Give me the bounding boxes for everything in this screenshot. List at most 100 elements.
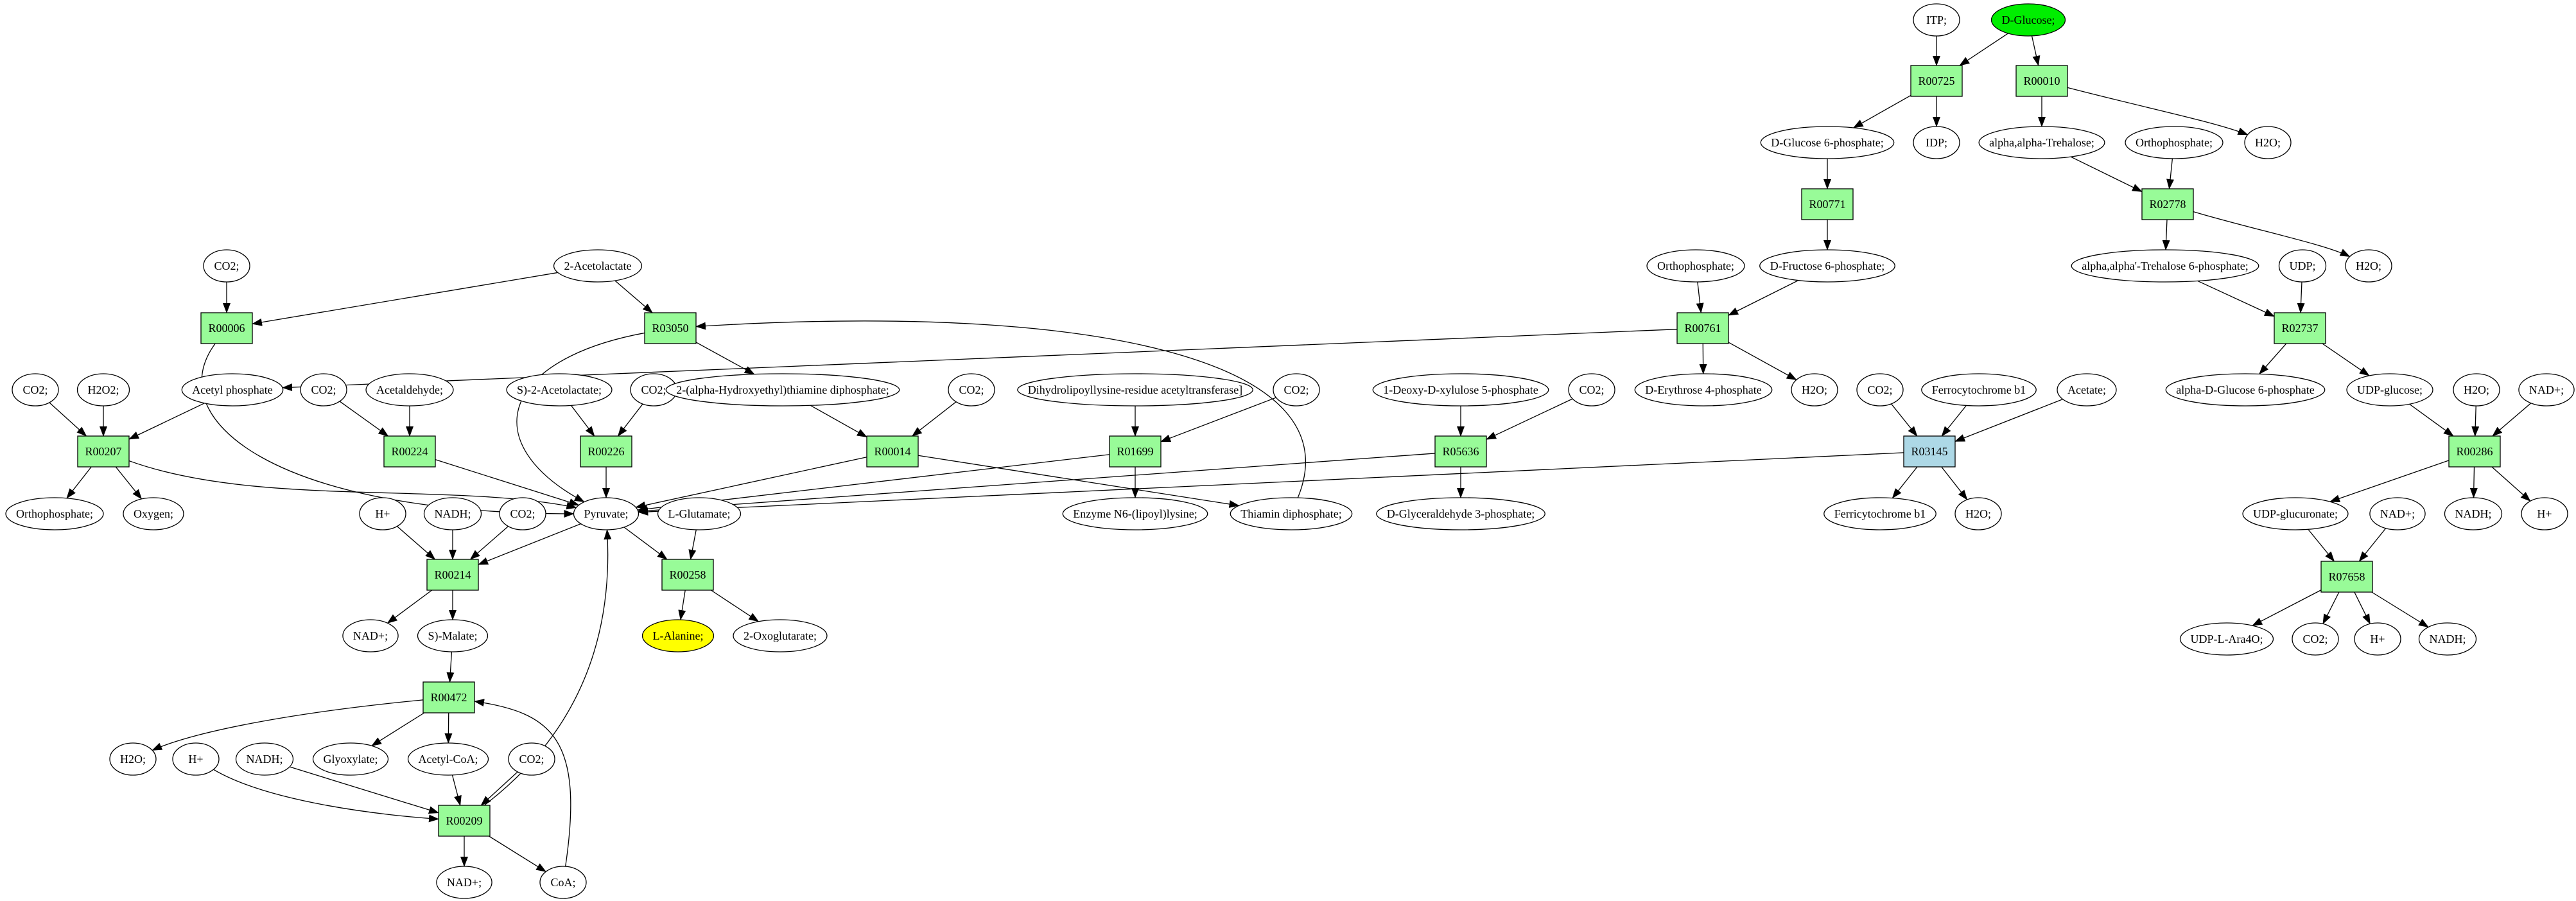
metabolite-node-ortho3[interactable]: Orthophosphate;: [5, 497, 104, 530]
metabolite-ellipse: [76, 373, 130, 407]
reaction-node-r02778[interactable]: R02778: [2141, 188, 2194, 220]
metabolite-node-hetpp[interactable]: 2-(alpha-Hydroxyethyl)thiamine diphospha…: [665, 373, 900, 407]
metabolite-node-dg6p[interactable]: D-Glucose 6-phosphate;: [1760, 126, 1895, 159]
metabolite-node-treh[interactable]: alpha,alpha-Trehalose;: [1978, 126, 2105, 159]
metabolite-node-f6p[interactable]: D-Fructose 6-phosphate;: [1759, 249, 1895, 283]
node-label: R00209: [446, 814, 482, 827]
reaction-node-r00226[interactable]: R00226: [580, 435, 632, 468]
reaction-node-r05636[interactable]: R05636: [1434, 435, 1487, 468]
metabolite-node-nadh4[interactable]: NADH;: [235, 742, 294, 776]
reaction-node-r03145[interactable]: R03145: [1903, 435, 1956, 468]
metabolite-node-adg6p[interactable]: alpha-D-Glucose 6-phosphate: [2165, 373, 2326, 407]
metabolite-node-udpara[interactable]: UDP-L-Ara4O;: [2179, 622, 2274, 656]
metabolite-node-nad1[interactable]: NAD+;: [2518, 373, 2575, 407]
metabolite-node-nadh2[interactable]: NADH;: [2418, 622, 2477, 656]
metabolite-node-nad4[interactable]: NAD+;: [436, 866, 492, 899]
metabolite-node-h2o5[interactable]: H2O;: [1954, 497, 2002, 530]
reaction-node-r00014[interactable]: R00014: [866, 435, 919, 468]
metabolite-node-co2j[interactable]: CO2;: [499, 497, 546, 530]
metabolite-node-nad3[interactable]: NAD+;: [342, 619, 399, 652]
reaction-node-r00209[interactable]: R00209: [438, 805, 491, 837]
metabolite-node-deoxy[interactable]: 1-Deoxy-D-xylulose 5-phosphate: [1372, 373, 1549, 407]
reaction-node-r00725[interactable]: R00725: [1910, 65, 1963, 97]
metabolite-node-gap[interactable]: D-Glyceraldehyde 3-phosphate;: [1376, 497, 1545, 530]
metabolite-node-ortho2[interactable]: Orthophosphate;: [1646, 249, 1745, 283]
metabolite-ellipse: [499, 497, 546, 530]
metabolite-node-acetolac[interactable]: 2-Acetolactate: [553, 249, 643, 283]
metabolite-node-co2i[interactable]: CO2;: [1568, 373, 1615, 407]
reaction-node-r02737[interactable]: R02737: [2274, 312, 2326, 344]
metabolite-node-h2o6[interactable]: H2O;: [109, 742, 157, 776]
reaction-node-r01699[interactable]: R01699: [1109, 435, 1162, 468]
reaction-node-r00207[interactable]: R00207: [77, 435, 130, 468]
metabolite-node-co2a[interactable]: CO2;: [1856, 373, 1904, 407]
node-label: CO2;: [22, 383, 48, 396]
metabolite-node-hplus1[interactable]: H+: [2521, 497, 2568, 530]
metabolite-node-nad2[interactable]: NAD+;: [2369, 497, 2426, 530]
metabolite-node-tre6p[interactable]: alpha,alpha'-Trehalose 6-phosphate;: [2071, 249, 2259, 283]
reaction-node-r03050[interactable]: R03050: [644, 312, 697, 344]
metabolite-node-nadh1[interactable]: NADH;: [2444, 497, 2503, 530]
metabolite-node-oxygen[interactable]: Oxygen;: [123, 497, 184, 530]
metabolite-node-co2g[interactable]: CO2;: [948, 373, 995, 407]
metabolite-node-itp[interactable]: ITP;: [1913, 3, 1960, 37]
metabolite-node-udpglc[interactable]: UDP-glucose;: [2346, 373, 2433, 407]
metabolite-node-co2c[interactable]: CO2;: [203, 249, 250, 283]
metabolite-node-dihydro[interactable]: Dihydrolipoyllysine-residue acetyltransf…: [1017, 373, 1253, 407]
reaction-node-r00006[interactable]: R00006: [200, 312, 253, 344]
reaction-node-r00258[interactable]: R00258: [661, 559, 714, 591]
metabolite-node-s2acet[interactable]: S)-2-Acetolactate;: [506, 373, 613, 407]
metabolite-node-hplus3[interactable]: H+: [359, 497, 406, 530]
metabolite-node-co2k[interactable]: CO2;: [508, 742, 555, 776]
metabolite-ellipse: [1913, 126, 1960, 159]
metabolite-node-glyox[interactable]: Glyoxylate;: [312, 742, 389, 776]
metabolite-node-lala[interactable]: L-Alanine;: [641, 619, 715, 652]
edge-r03145-to-ferri: [1892, 466, 1918, 499]
metabolite-node-idp[interactable]: IDP;: [1913, 126, 1960, 159]
metabolite-node-ferro[interactable]: Ferrocytochrome b1: [1921, 373, 2037, 407]
metabolite-node-nadh3[interactable]: NADH;: [423, 497, 482, 530]
reaction-node-r00771[interactable]: R00771: [1801, 188, 1854, 220]
metabolite-node-hplus2[interactable]: H+: [2354, 622, 2401, 656]
metabolite-node-pyruvate[interactable]: Pyruvate;: [573, 497, 640, 530]
metabolite-node-co2b[interactable]: CO2;: [2292, 622, 2339, 656]
reaction-node-r00761[interactable]: R00761: [1676, 312, 1729, 344]
metabolite-node-acoa[interactable]: Acetyl-CoA;: [407, 742, 489, 776]
metabolite-ellipse: [1230, 497, 1353, 530]
metabolite-node-dglc[interactable]: D-Glucose;: [1990, 3, 2066, 37]
reaction-node-r00472[interactable]: R00472: [422, 681, 475, 713]
metabolite-node-h2o2b[interactable]: H2O2;: [76, 373, 130, 407]
reaction-node-r07658[interactable]: R07658: [2320, 561, 2373, 593]
node-label: H2O;: [2255, 136, 2281, 149]
metabolite-node-co2h[interactable]: CO2;: [1273, 373, 1320, 407]
metabolite-node-ferri[interactable]: Ferricytochrome b1: [1823, 497, 1936, 530]
metabolite-node-enzn6[interactable]: Enzyme N6-(lipoyl)lysine;: [1062, 497, 1208, 530]
metabolite-node-h2o1[interactable]: H2O;: [2244, 126, 2292, 159]
edge-acetate-to-r03145: [1954, 399, 2063, 442]
metabolite-node-thiamin[interactable]: Thiamin diphosphate;: [1230, 497, 1353, 530]
reaction-node-r00286[interactable]: R00286: [2448, 435, 2501, 468]
metabolite-node-ortho1[interactable]: Orthophosphate;: [2125, 126, 2224, 159]
metabolite-node-co2d[interactable]: CO2;: [12, 373, 59, 407]
reaction-node-r00010[interactable]: R00010: [2015, 65, 2068, 97]
metabolite-node-coa[interactable]: CoA;: [539, 866, 587, 899]
edge-r00725-to-dg6p: [1852, 95, 1911, 128]
metabolite-node-acetylp[interactable]: Acetyl phosphate: [181, 373, 284, 407]
edge-r00472-to-glyox: [371, 712, 425, 746]
reaction-node-r00214[interactable]: R00214: [426, 559, 479, 591]
metabolite-node-h2o2[interactable]: H2O;: [2345, 249, 2392, 283]
metabolite-node-hplus4[interactable]: H+: [172, 742, 220, 776]
metabolite-node-udp[interactable]: UDP;: [2278, 249, 2327, 283]
metabolite-node-h2o4[interactable]: H2O;: [2453, 373, 2500, 407]
metabolite-node-co2e[interactable]: CO2;: [300, 373, 347, 407]
metabolite-node-h2o3[interactable]: H2O;: [1791, 373, 1838, 407]
metabolite-node-smalate[interactable]: S)-Malate;: [417, 619, 489, 652]
metabolite-node-udpglcu[interactable]: UDP-glucuronate;: [2242, 497, 2349, 530]
reaction-node-r00224[interactable]: R00224: [383, 435, 436, 468]
node-label: CO2;: [311, 383, 336, 396]
metabolite-node-acetald[interactable]: Acetaldehyde;: [365, 373, 454, 407]
metabolite-node-ery4p[interactable]: D-Erythrose 4-phosphate: [1634, 373, 1773, 407]
metabolite-node-acetate[interactable]: Acetate;: [2057, 373, 2117, 407]
metabolite-node-oxoglu[interactable]: 2-Oxoglutarate;: [733, 619, 828, 652]
metabolite-node-lglu[interactable]: L-Glutamate;: [657, 497, 742, 530]
